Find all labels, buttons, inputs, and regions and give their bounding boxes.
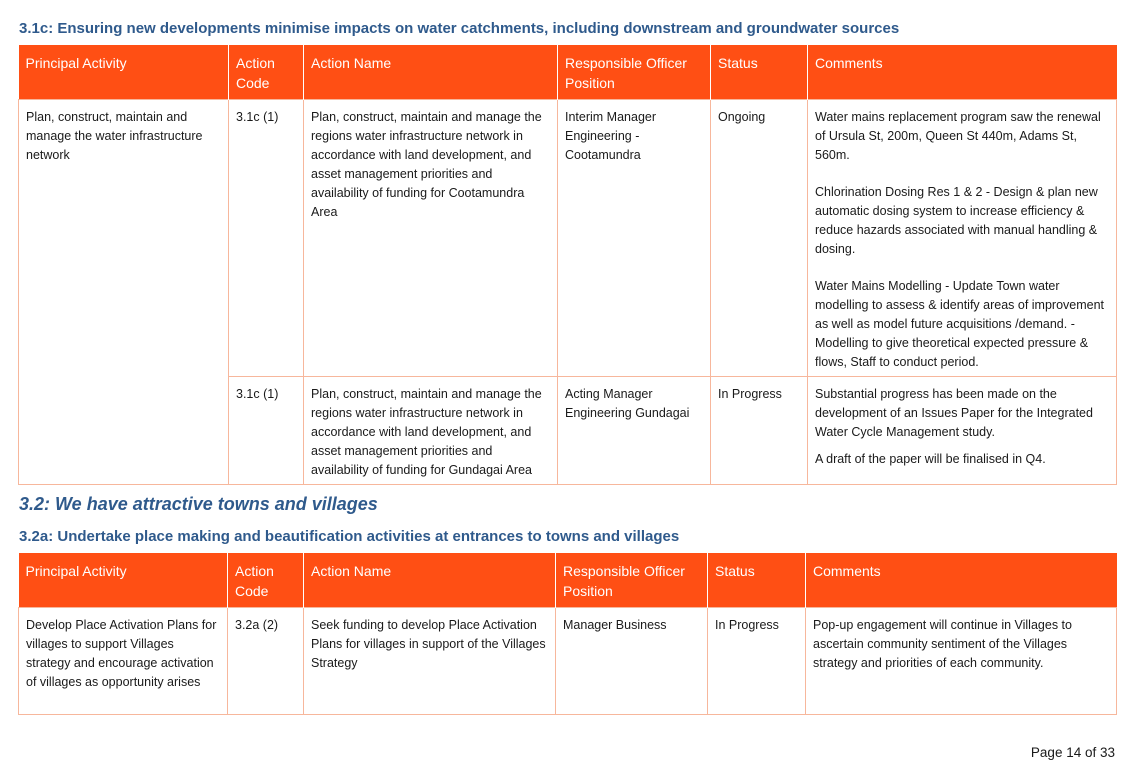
header-status: Status: [707, 553, 806, 608]
table-3-1c: Principal Activity Action Code Action Na…: [18, 45, 1117, 485]
cell-action-code: 3.1c (1): [228, 376, 304, 485]
table-row: Plan, construct, maintain and manage the…: [18, 99, 1117, 485]
cell-comments: Substantial progress has been made on th…: [807, 376, 1117, 485]
table-3-2a: Principal Activity Action Code Action Na…: [18, 553, 1117, 715]
table-header-row: Principal Activity Action Code Action Na…: [18, 45, 1117, 100]
cell-status: In Progress: [710, 376, 808, 485]
header-action-code: Action Code: [228, 45, 304, 100]
cell-principal-activity: Develop Place Activation Plans for villa…: [18, 607, 228, 715]
header-comments: Comments: [805, 553, 1117, 608]
cell-action-name: Plan, construct, maintain and manage the…: [303, 376, 558, 485]
comment-paragraph: Water Mains Modelling - Update Town wate…: [815, 279, 1105, 369]
header-action-code: Action Code: [227, 553, 304, 608]
header-comments: Comments: [807, 45, 1117, 100]
cell-action-name: Plan, construct, maintain and manage the…: [303, 99, 558, 377]
header-action-name: Action Name: [303, 553, 556, 608]
section-heading-3-2a: 3.2a: Undertake place making and beautif…: [19, 528, 680, 545]
cell-action-code: 3.1c (1): [228, 99, 304, 377]
table-row: Develop Place Activation Plans for villa…: [18, 607, 1117, 715]
comment-paragraph: Water mains replacement program saw the …: [815, 110, 1101, 162]
section-heading-3-1c: 3.1c: Ensuring new developments minimise…: [19, 20, 900, 37]
cell-action-code: 3.2a (2): [227, 607, 304, 715]
comment-paragraph: A draft of the paper will be finalised i…: [815, 452, 1046, 466]
comment-paragraph: Substantial progress has been made on th…: [815, 387, 1093, 439]
cell-responsible-officer: Acting Manager Engineering Gundagai: [557, 376, 711, 485]
table-row: 3.1c (1) Plan, construct, maintain and m…: [19, 376, 1117, 485]
cell-comments: Pop-up engagement will continue in Villa…: [805, 607, 1117, 715]
cell-comments: Water mains replacement program saw the …: [807, 99, 1117, 377]
header-status: Status: [710, 45, 808, 100]
table-header-row: Principal Activity Action Code Action Na…: [18, 553, 1117, 608]
header-principal-activity: Principal Activity: [18, 45, 229, 100]
header-principal-activity: Principal Activity: [18, 553, 228, 608]
header-action-name: Action Name: [303, 45, 558, 100]
page-number: Page 14 of 33: [1030, 745, 1115, 760]
cell-principal-activity: Plan, construct, maintain and manage the…: [18, 99, 229, 485]
header-responsible-officer: Responsible Officer Position: [555, 553, 708, 608]
cell-responsible-officer: Interim Manager Engineering - Cootamundr…: [557, 99, 711, 377]
section-heading-3-2: 3.2: We have attractive towns and villag…: [19, 494, 378, 514]
comment-paragraph: Chlorination Dosing Res 1 & 2 - Design &…: [815, 185, 1098, 256]
cell-action-name: Seek funding to develop Place Activation…: [303, 607, 556, 715]
cell-status: In Progress: [707, 607, 806, 715]
header-responsible-officer: Responsible Officer Position: [557, 45, 711, 100]
cell-status: Ongoing: [710, 99, 808, 377]
cell-responsible-officer: Manager Business: [555, 607, 708, 715]
